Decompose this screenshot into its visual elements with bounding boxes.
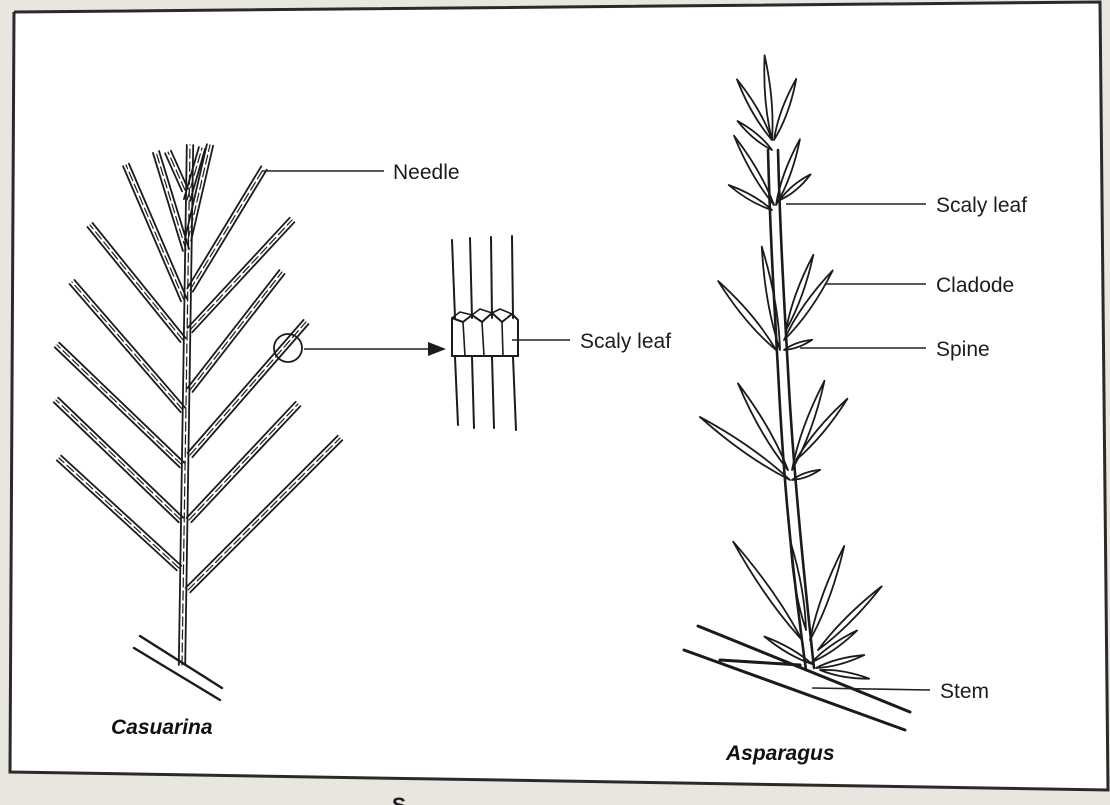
stem-label: Stem — [940, 680, 989, 703]
asparagus-name: Asparagus — [725, 742, 835, 765]
needle-label: Needle — [393, 161, 460, 184]
enlarged-scaly-leaf-label: Scaly leaf — [580, 330, 671, 353]
spine-label: Spine — [936, 338, 990, 361]
caption-fragment: S — [392, 794, 406, 805]
cladode-label: Cladode — [936, 274, 1014, 297]
asparagus-scaly-leaf-label: Scaly leaf — [936, 194, 1027, 217]
casuarina-name: Casuarina — [111, 716, 213, 739]
